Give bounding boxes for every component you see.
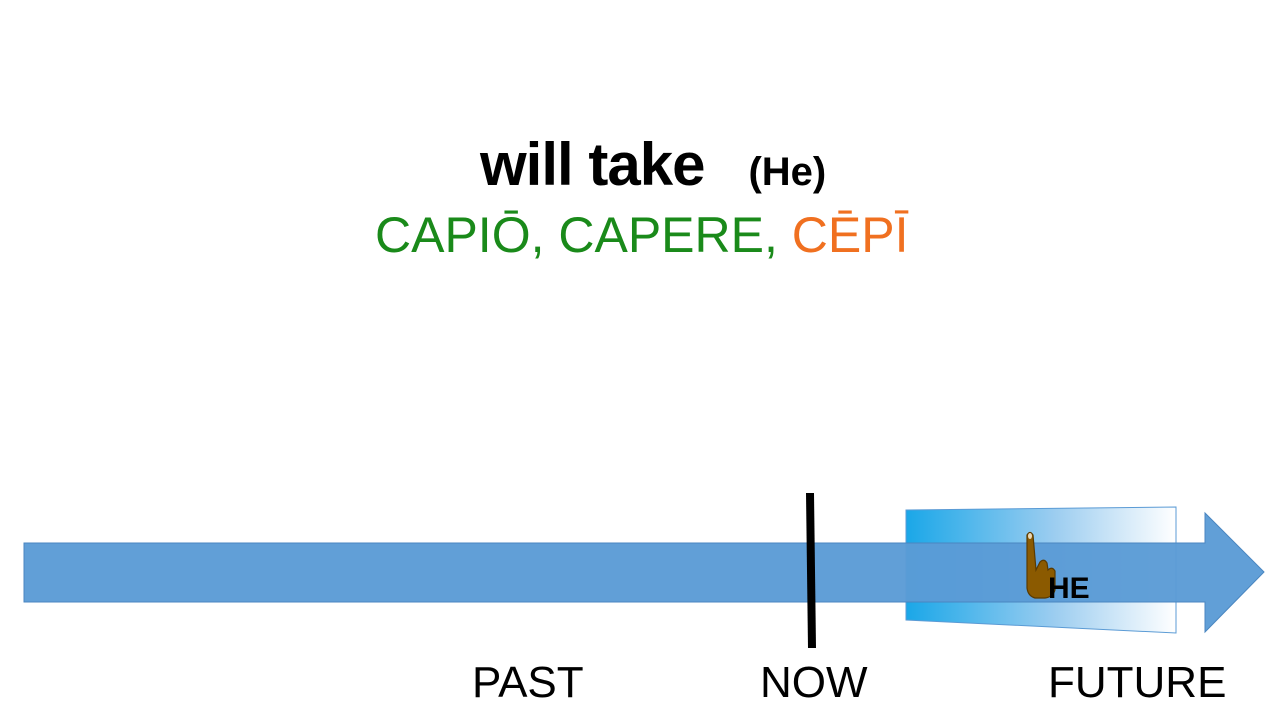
principal-part-1: CAPIŌ,: [375, 207, 559, 263]
future-label: FUTURE: [1048, 658, 1227, 707]
heading: will take (He): [480, 130, 826, 199]
now-marker: [806, 492, 816, 649]
subject-label: HE: [1048, 572, 1090, 605]
principal-part-3: CĒPĪ: [791, 207, 909, 263]
principal-parts: CAPIŌ, CAPERE, CĒPĪ: [375, 206, 908, 264]
now-label: NOW: [760, 658, 868, 707]
past-label: PAST: [472, 658, 584, 707]
pronoun: (He): [748, 150, 827, 194]
principal-part-2: CAPERE,: [558, 207, 792, 263]
timeline-arrow: [23, 511, 1265, 634]
pointing-hand-icon: [1026, 531, 1056, 599]
english-verb: will take: [480, 131, 705, 198]
